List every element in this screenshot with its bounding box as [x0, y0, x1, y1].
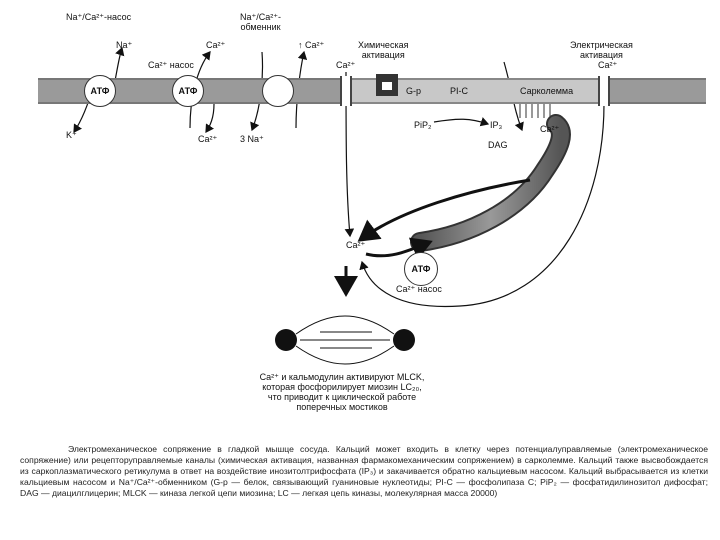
naca-pump-atp: АТФ [84, 75, 116, 107]
mlck-text: Ca²⁺ и кальмодулин активируют MLCK, кото… [259, 372, 425, 412]
figure-caption: Электромеханическое сопряжение в гладкой… [20, 444, 708, 499]
ca-up-label: ↑ Ca²⁺ [298, 40, 325, 50]
ca-bottom-label: Ca²⁺ [198, 134, 218, 144]
myosin-head-right [393, 329, 415, 351]
ca-sr-label: Ca²⁺ [540, 124, 560, 134]
ca-center-label: Ca²⁺ [346, 240, 366, 250]
ca-pump-atp: АТФ [172, 75, 204, 107]
elec-activation-label: Электрическая активация [570, 40, 633, 60]
k-plus-label: K⁺ [66, 130, 77, 140]
atp-label: АТФ [90, 86, 110, 96]
ca-pump-bottom-label: Ca²⁺ насос [396, 284, 442, 294]
actin-filament-bottom [295, 345, 395, 365]
dag-label: DAG [488, 140, 508, 150]
sr-release-arrow [357, 178, 531, 242]
sr-uptake-arrow [365, 237, 433, 260]
myosin-head-left [275, 329, 297, 351]
ca-channel-left [340, 76, 352, 106]
caption-text: Электромеханическое сопряжение в гладкой… [20, 444, 708, 498]
diagram-canvas [73, 46, 605, 365]
plc-label: PI-C [450, 86, 468, 96]
ca-right-label: Ca²⁺ [598, 60, 618, 70]
naca-exchanger-circle [262, 75, 294, 107]
atp-label: АТФ [411, 264, 431, 274]
ca-pump-label: Ca²⁺ насос [148, 60, 194, 70]
gp-label: G-p [406, 86, 422, 96]
receptor-icon [376, 74, 398, 96]
na-plus-label: Na⁺ [116, 40, 133, 50]
ca-channel-right [598, 76, 610, 106]
sr-ca-pump-atp: АТФ [404, 252, 438, 286]
ca-top-label: Ca²⁺ [206, 40, 226, 50]
sarcoplasmic-reticulum [412, 116, 569, 250]
ip3-label: IP₃ [490, 120, 503, 130]
naca-pump-label: Na⁺/Ca²⁺-насос [66, 12, 132, 22]
ca-channel-left-label: Ca²⁺ [336, 60, 356, 70]
chem-activation-label: Химическая активация [358, 40, 409, 60]
actin-filament-top [295, 315, 395, 335]
naca-exchanger-label: Na⁺/Ca²⁺- обменник [240, 12, 282, 32]
electrical-ca-arrow [359, 103, 605, 308]
sarcolemma-label: Сарколемма [520, 86, 574, 96]
pip2-ip3-arrow [433, 117, 490, 127]
three-na-label: 3 Na⁺ [240, 134, 264, 144]
ca-bottom-arrow [205, 103, 215, 133]
pip2-label: PiP₂ [414, 120, 432, 130]
atp-label: АТФ [178, 86, 198, 96]
